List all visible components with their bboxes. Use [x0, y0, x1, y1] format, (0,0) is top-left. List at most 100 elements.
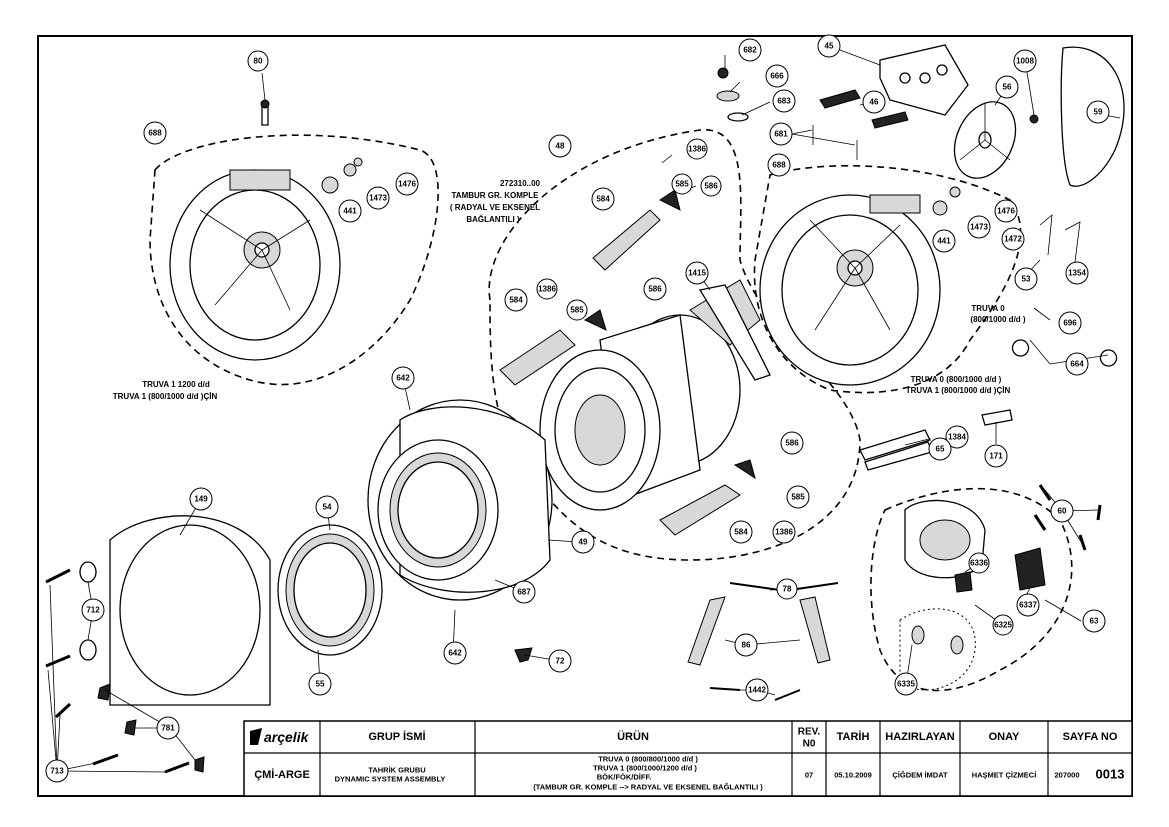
- callout-72: 72: [548, 649, 572, 673]
- callout-683: 683: [772, 89, 796, 113]
- callout-label: 713: [50, 767, 64, 776]
- front-tub-drawing: [367, 399, 553, 601]
- callout-1415: 1415: [685, 261, 709, 285]
- callout-label: 171: [989, 452, 1003, 461]
- callout-63: 63: [1082, 609, 1106, 633]
- callout-label: 586: [785, 439, 799, 448]
- callout-label: 1386: [688, 145, 706, 154]
- callout-45: 45: [817, 34, 841, 58]
- callout-label: 1008: [1016, 57, 1034, 66]
- callout-label: 1473: [369, 194, 387, 203]
- callout-label: 1415: [688, 269, 706, 278]
- urun-line-2: TRUVA 1 (800/1000/1200 d/d ): [593, 764, 697, 773]
- tarih-header: TARİH: [837, 730, 870, 743]
- callout-681: 681: [769, 122, 793, 146]
- callout-label: 45: [825, 42, 834, 51]
- callout-49: 49: [571, 530, 595, 554]
- callout-label: 586: [648, 285, 662, 294]
- truva-bottom-note-1: TRUVA 0 (800/1000 d/d ): [911, 375, 1002, 384]
- callout-label: 441: [937, 237, 951, 246]
- callout-688: 688: [767, 153, 791, 177]
- callout-label: 682: [743, 46, 757, 55]
- urun-header: ÜRÜN: [617, 730, 649, 743]
- callout-682: 682: [738, 38, 762, 62]
- callout-label: 681: [774, 130, 788, 139]
- callout-1386: 1386: [772, 520, 796, 544]
- callout-label: 642: [448, 649, 462, 658]
- callout-label: 63: [1090, 617, 1099, 626]
- callout-label: 49: [579, 538, 588, 547]
- callout-label: 86: [742, 641, 751, 650]
- rev-header: REV.: [798, 727, 821, 738]
- group-outline-motor: [870, 487, 1073, 692]
- callout-label: 78: [783, 585, 792, 594]
- drum-drawing: [539, 279, 771, 511]
- callout-label: 642: [396, 374, 410, 383]
- department: ÇMİ-ARGE: [254, 768, 310, 781]
- onay-header: ONAY: [989, 731, 1020, 743]
- bearing-seal-set-left: [260, 99, 363, 194]
- callout-label: 59: [1094, 108, 1103, 117]
- callout-80: 80: [247, 50, 269, 72]
- arcelik-logo: arçelik: [264, 729, 310, 745]
- callout-label: 1476: [997, 207, 1015, 216]
- heater-drawing: [859, 214, 1118, 471]
- callout-label: 1386: [775, 528, 793, 537]
- callout-781: 781: [156, 716, 180, 740]
- part-callouts: 8068814761473441682666683454668110085659…: [45, 34, 1110, 783]
- callout-label: 149: [194, 495, 208, 504]
- callout-585: 585: [671, 173, 693, 195]
- motor-drawing: [514, 499, 1046, 663]
- callout-56: 56: [995, 75, 1019, 99]
- callout-696: 696: [1058, 311, 1082, 335]
- sayfa-prefix: 207000: [1054, 771, 1079, 780]
- truva-bottom-note-2: TRUVA 1 (800/1000 d/d )ÇİN: [906, 386, 1011, 395]
- callout-label: 65: [936, 445, 945, 454]
- callout-171: 171: [984, 444, 1008, 468]
- truva-left-note-2: TRUVA 1 (800/1000 d/d )ÇİN: [113, 392, 218, 401]
- callout-60: 60: [1050, 499, 1074, 523]
- tambur-note-sub1: ( RADYAL VE EKSENEL: [450, 203, 540, 212]
- callout-label: 664: [1070, 360, 1084, 369]
- grup-header: GRUP İSMİ: [368, 730, 425, 743]
- callout-label: 688: [148, 129, 162, 138]
- callout-label: 696: [1063, 319, 1077, 328]
- callout-1008: 1008: [1013, 49, 1037, 73]
- callout-label: 53: [1022, 275, 1031, 284]
- screws-left-drawing: [45, 568, 205, 774]
- callout-687: 687: [512, 580, 536, 604]
- callout-label: 54: [323, 503, 332, 512]
- rear-tub-left-drawing: [169, 169, 341, 361]
- callout-label: 1386: [538, 285, 556, 294]
- callout-label: 1384: [948, 433, 966, 442]
- callout-label: 585: [570, 306, 584, 315]
- callout-label: 1354: [1068, 269, 1086, 278]
- callout-149: 149: [189, 487, 213, 511]
- callout-label: 781: [161, 724, 175, 733]
- callout-label: 1442: [748, 686, 766, 695]
- callout-46: 46: [862, 90, 886, 114]
- callout-586: 586: [780, 431, 804, 455]
- callout-label: 1476: [398, 180, 416, 189]
- callout-642: 642: [391, 366, 415, 390]
- tambur-note-title: TAMBUR GR. KOMPLE: [452, 191, 540, 200]
- arcelik-logo-mark: [250, 728, 262, 745]
- callout-label: 56: [1003, 83, 1012, 92]
- screws-right-drawing: [1033, 484, 1102, 551]
- callout-label: 585: [675, 180, 689, 189]
- callout-6336: 6336: [968, 552, 990, 574]
- callout-48: 48: [548, 134, 572, 158]
- hazirlayan-header: HAZIRLAYAN: [885, 731, 955, 743]
- callout-584: 584: [504, 288, 528, 312]
- callout-1386: 1386: [536, 278, 558, 300]
- callout-441: 441: [932, 229, 956, 253]
- callout-label: 584: [509, 296, 523, 305]
- callout-label: 6335: [897, 680, 915, 689]
- shock-absorbers-drawing: [687, 582, 839, 701]
- callout-6335: 6335: [894, 672, 918, 696]
- truva0-right-note-2: (800/1000 d/d ): [970, 315, 1025, 324]
- callout-label: 688: [772, 161, 786, 170]
- top-bracket-drawing: [716, 44, 969, 160]
- callout-664: 664: [1065, 352, 1089, 376]
- callout-1386: 1386: [686, 138, 708, 160]
